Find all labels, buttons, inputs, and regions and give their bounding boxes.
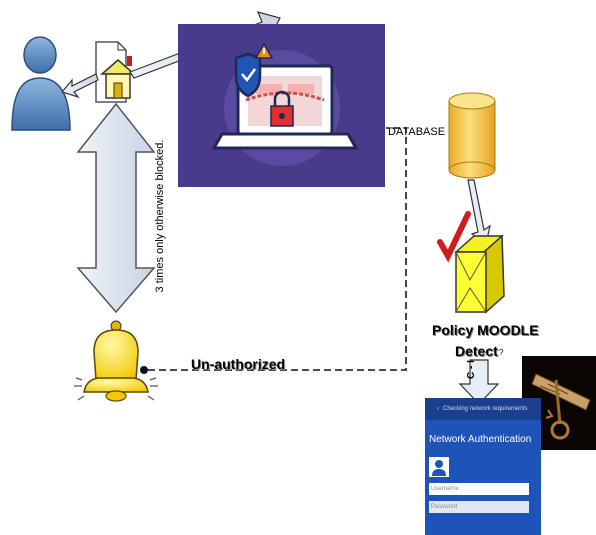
- ci-label: C - I: [465, 360, 477, 379]
- vertical-double-arrow: [76, 102, 156, 314]
- bell-icon: [74, 320, 158, 402]
- check-icon: [437, 211, 471, 263]
- home-icon: [95, 41, 136, 103]
- arrow-database-to-box: [467, 179, 491, 246]
- avatar-icon: [429, 457, 449, 477]
- laptop-security-icon: [211, 42, 359, 150]
- user-icon: [11, 36, 71, 131]
- password-field[interactable]: Password: [429, 501, 529, 513]
- back-arrow-icon[interactable]: ‹: [437, 406, 439, 412]
- question-mark-label: ?: [499, 348, 504, 357]
- phone-status-bar: ‹ Checking network requirements: [425, 398, 541, 420]
- phone-status-text: Checking network requirements: [443, 406, 528, 412]
- attempts-label: 3 times only otherwise blocked.: [154, 139, 166, 293]
- yellow-box-icon: [454, 234, 505, 314]
- arrow-house-to-user: [60, 73, 99, 99]
- phone-title: Network Authentication: [429, 434, 532, 445]
- policy-label: Policy MOODLE: [432, 322, 539, 338]
- detect-label: Detect: [455, 343, 498, 359]
- arrow-box-to-phone: [458, 359, 500, 405]
- unauthorized-label: Un-authorized: [191, 356, 286, 372]
- database-icon: [448, 92, 496, 179]
- phone-screen: ‹ Checking network requirements Network A…: [425, 398, 541, 535]
- dashed-connector: [148, 127, 407, 371]
- username-field[interactable]: Username: [429, 483, 529, 495]
- database-label: DATABASE: [388, 126, 446, 138]
